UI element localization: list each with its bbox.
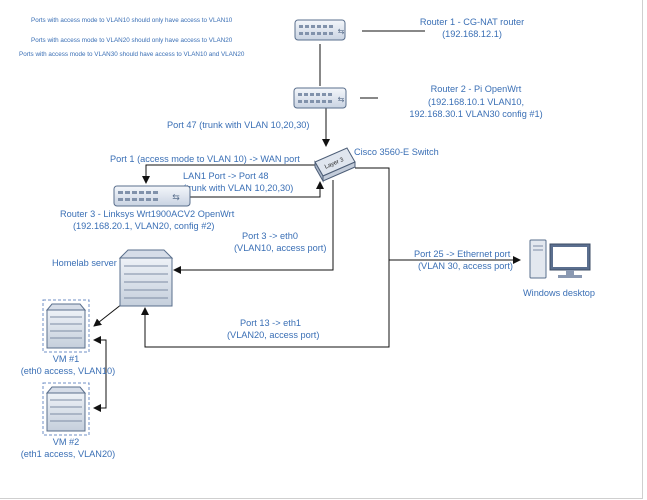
router3-name: Router 3 - Linksys Wrt1900ACV2 OpenWrt — [60, 209, 235, 219]
router2-config-line: 192.168.30.1 VLAN30 config #1) — [409, 109, 542, 119]
homelab-server-icon — [118, 249, 174, 307]
port3-vlan-label: (VLAN10, access port) — [234, 243, 326, 253]
port1-label: Port 1 (access mode to VLAN 10) -> WAN p… — [110, 154, 300, 164]
lan1-label: LAN1 Port -> Port 48 — [183, 171, 269, 181]
port13-vlan-label: (VLAN20, access port) — [227, 330, 319, 340]
svg-text:⇆: ⇆ — [338, 95, 345, 104]
connection-lines — [93, 30, 521, 412]
port25-label: Port 25 -> Ethernet port — [414, 249, 511, 259]
wire-homelab-vm1 — [93, 303, 123, 327]
port13-label: Port 13 -> eth1 — [240, 318, 301, 328]
router1-icon: ⇆ — [294, 19, 346, 41]
svg-text:⇆: ⇆ — [172, 193, 180, 203]
vm1-detail: (eth0 access, VLAN10) — [21, 366, 115, 376]
switch-name: Cisco 3560-E Switch — [354, 147, 439, 157]
desktop-computer-icon — [529, 239, 591, 279]
desktop-label: Windows desktop — [523, 288, 595, 298]
vm2-name: VM #2 — [53, 437, 80, 447]
router3-config: (192.168.20.1, VLAN20, config #2) — [73, 221, 214, 231]
router2-icon: ⇆ — [293, 87, 347, 109]
vm1-server-icon — [42, 299, 90, 353]
note-vlan20: Ports with access mode to VLAN20 should … — [31, 37, 233, 44]
vm2-server-icon — [42, 382, 90, 436]
wire-router3-lan1-switch-port48 — [190, 181, 324, 198]
note-vlan10: Ports with access mode to VLAN10 should … — [31, 17, 233, 24]
port47-label: Port 47 (trunk with VLAN 10,20,30) — [167, 120, 309, 130]
switch-icon: Layer 3 — [314, 147, 356, 183]
homelab-label: Homelab server — [52, 258, 117, 268]
svg-text:⇆: ⇆ — [338, 27, 345, 36]
port25-vlan-label: (VLAN 30, access port) — [418, 261, 513, 271]
router2-ip-line: (192.168.10.1 VLAN10, — [428, 97, 524, 107]
router1-name: Router 1 - CG-NAT router — [420, 17, 524, 27]
note-vlan30: Ports with access mode to VLAN30 should … — [19, 51, 245, 58]
vm1-name: VM #1 — [53, 354, 80, 364]
wire-switch-port3-homelab-eth0 — [173, 180, 334, 274]
port3-label: Port 3 -> eth0 — [242, 231, 298, 241]
wire-switch-port1-router3-wan — [142, 164, 316, 184]
vm2-detail: (eth1 access, VLAN20) — [21, 449, 115, 459]
router2-name: Router 2 - Pi OpenWrt — [431, 84, 522, 94]
lan1-trunk-label: (trunk with VLAN 10,20,30) — [183, 183, 293, 193]
router3-icon: ⇆ — [113, 185, 191, 207]
wire-switch-port13-homelab-eth1 — [141, 167, 390, 348]
router1-ip: (192.168.12.1) — [442, 29, 502, 39]
